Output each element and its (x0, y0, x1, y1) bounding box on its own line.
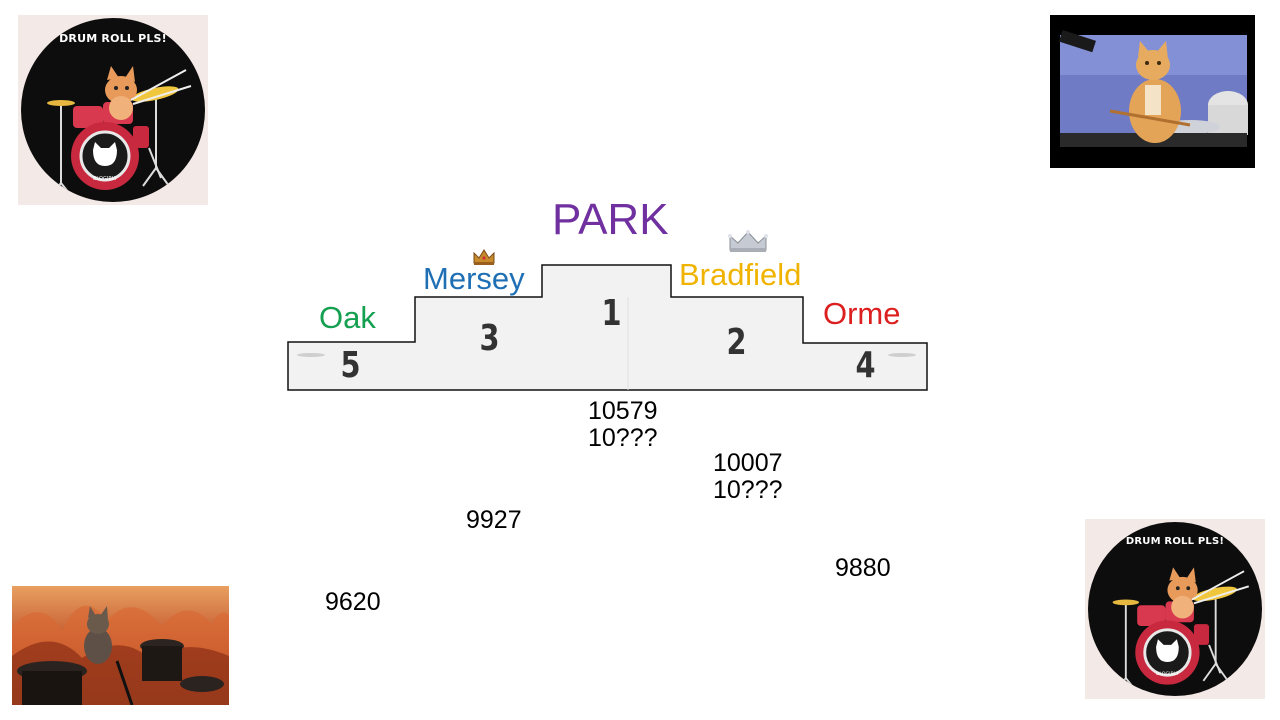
team-name-oak: Oak (319, 300, 376, 335)
score-park-pending: 10??? (588, 424, 658, 452)
drumming-cat-illustration: BLOGIRLY (47, 66, 192, 199)
team-name-park: PARK (552, 195, 669, 244)
podium-step-4-number: 4 (855, 345, 876, 386)
bronze-crown-icon (473, 249, 495, 265)
score-bradfield-value: 10007 (713, 449, 783, 477)
podium-step-3-number: 3 (479, 318, 500, 359)
score-bradfield: 10007 10??? (713, 450, 783, 504)
team-name-orme: Orme (823, 296, 901, 331)
cat-drummer-photo-top-right (1050, 15, 1255, 168)
podium-step-5-number: 5 (340, 345, 361, 386)
team-name-mersey: Mersey (423, 261, 525, 296)
team-name-bradfield: Bradfield (679, 257, 802, 292)
cat-drummer-photo (1058, 30, 1248, 147)
podium-step-1-number: 1 (601, 293, 622, 334)
fire-cat-drums-illustration (12, 586, 229, 705)
cat-fire-drums-photo (12, 586, 229, 705)
drum-roll-sticker-top-left: DRUM ROLL PLS! (18, 15, 208, 205)
sticker-brand: BLOGIRLY (1156, 671, 1179, 677)
podium-step-2-number: 2 (726, 322, 747, 363)
score-park-value: 10579 (588, 397, 658, 425)
score-bradfield-pending: 10??? (713, 476, 783, 504)
drum-roll-sticker-bottom-right: DRUM ROLL PLS! BLOGIRLY (1085, 519, 1265, 699)
podium-graphic (287, 264, 928, 391)
drumming-cat-illustration: BLOGIRLY (1112, 567, 1250, 693)
sticker-brand: BLOGIRLY (93, 176, 118, 182)
score-park: 10579 10??? (588, 398, 658, 452)
sticker-caption: DRUM ROLL PLS! (59, 32, 167, 45)
score-mersey: 9927 (466, 506, 522, 534)
score-oak: 9620 (325, 588, 381, 616)
score-orme: 9880 (835, 554, 891, 582)
sticker-caption: DRUM ROLL PLS! (1125, 536, 1225, 547)
silver-crown-icon (728, 230, 768, 252)
